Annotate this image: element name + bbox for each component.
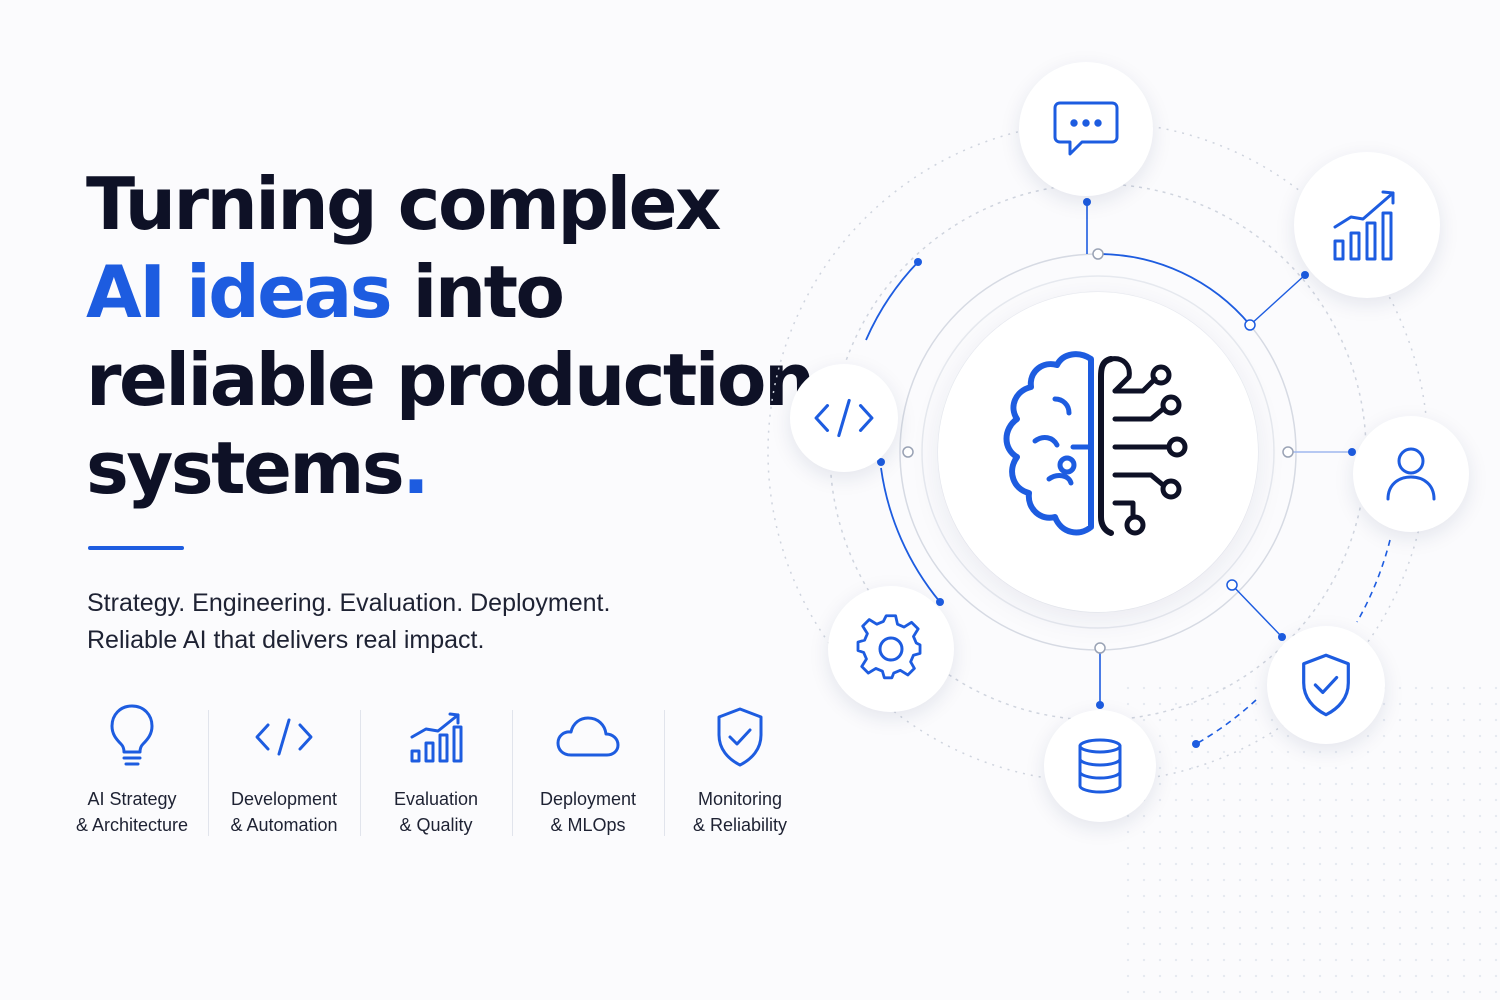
service-label: Deployment & MLOps <box>540 786 636 838</box>
headline-accent: AI ideas <box>86 250 393 334</box>
service-ai-strategy: AI Strategy & Architecture <box>56 700 208 838</box>
service-evaluation: Evaluation & Quality <box>360 700 512 838</box>
shield-check-icon <box>713 700 767 774</box>
brain-hub <box>938 292 1258 612</box>
ai-diagram <box>760 40 1500 1000</box>
node-growth-chart[interactable] <box>1294 152 1440 298</box>
service-development: Development & Automation <box>208 700 360 838</box>
service-label-line-1: Development <box>230 789 338 809</box>
service-label-line-1: AI Strategy <box>87 789 177 809</box>
service-label-line-1: Evaluation <box>393 789 479 809</box>
headline-line-4: systems. <box>86 424 813 512</box>
node-shield[interactable] <box>1267 626 1385 744</box>
headline-line-2-rest: into <box>390 250 565 334</box>
database-icon <box>1078 738 1122 794</box>
tagline-line-2: Reliable AI that delivers real impact. <box>87 626 485 654</box>
node-database[interactable] <box>1044 710 1156 822</box>
node-code[interactable] <box>790 364 898 472</box>
service-label-line-2: & Automation <box>230 815 338 835</box>
headline-line-4-text: systems <box>86 426 405 510</box>
service-label: Monitoring & Reliability <box>693 786 787 838</box>
shield-check-icon <box>1302 653 1350 717</box>
headline-line-3: reliable production <box>86 338 815 422</box>
service-monitoring: Monitoring & Reliability <box>664 700 816 838</box>
service-deployment: Deployment & MLOps <box>512 700 664 838</box>
accent-divider <box>88 546 184 550</box>
code-icon <box>254 700 314 774</box>
user-icon <box>1386 447 1436 501</box>
tagline: Strategy. Engineering. Evaluation. Deplo… <box>87 585 610 659</box>
cloud-icon <box>555 700 621 774</box>
service-label-line-2: & Quality <box>399 815 473 835</box>
chat-icon <box>1053 101 1119 156</box>
service-label-line-2: & Architecture <box>75 815 189 835</box>
service-label: AI Strategy & Architecture <box>76 786 188 838</box>
service-label-line-2: & MLOps <box>550 815 626 835</box>
lightbulb-icon <box>107 700 157 774</box>
service-label-line-1: Deployment <box>539 789 637 809</box>
gear-icon <box>856 614 922 680</box>
headline: Turning complex AI ideas into reliable p… <box>86 160 815 512</box>
brain-circuit-icon <box>1003 351 1188 536</box>
headline-line-1: Turning complex <box>86 162 721 246</box>
service-label-line-2: & Reliability <box>692 815 788 835</box>
node-chat[interactable] <box>1019 62 1153 196</box>
services-row: AI Strategy & Architecture Development &… <box>56 700 816 838</box>
headline-line-2: AI ideas into <box>86 248 813 336</box>
growth-chart-icon <box>1333 190 1395 261</box>
service-label: Evaluation & Quality <box>394 786 478 838</box>
node-user[interactable] <box>1353 416 1469 532</box>
node-gear[interactable] <box>828 586 954 712</box>
tagline-line-1: Strategy. Engineering. Evaluation. Deplo… <box>87 589 611 617</box>
service-label-line-1: Monitoring <box>697 789 783 809</box>
service-label: Development & Automation <box>230 786 337 838</box>
headline-period: . <box>402 426 429 510</box>
code-icon <box>814 398 874 438</box>
bar-chart-icon <box>408 700 464 774</box>
